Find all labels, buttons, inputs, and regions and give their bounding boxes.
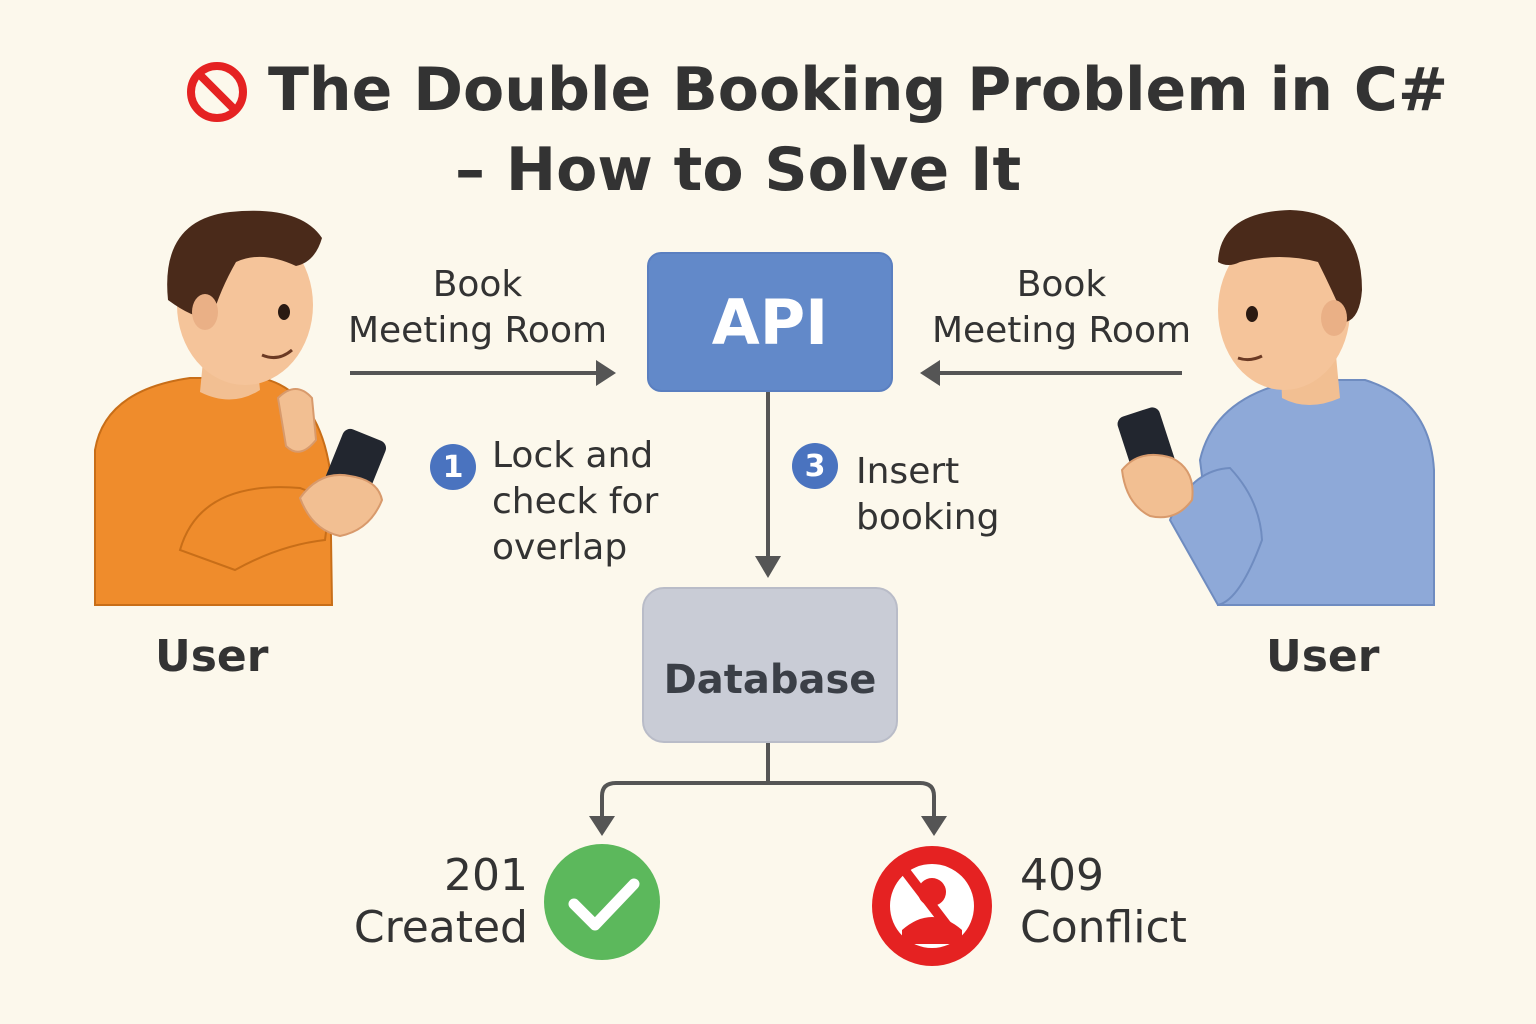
- step-1-line-1: Lock and: [492, 433, 658, 479]
- step-3-badge: 3: [792, 443, 838, 489]
- left-request-line-1: Book: [340, 262, 615, 308]
- conflict-label: Conflict: [1020, 902, 1187, 954]
- database-label: Database: [664, 657, 877, 703]
- success-code: 201: [340, 850, 528, 902]
- step-3-text: Insert booking: [856, 449, 999, 541]
- database-branch-arrows: [589, 741, 947, 836]
- conflict-outcome-text: 409 Conflict: [1020, 850, 1187, 954]
- step-1-line-3: overlap: [492, 525, 658, 571]
- left-user-label: User: [155, 634, 268, 680]
- api-label: API: [712, 286, 829, 359]
- step-1-badge: 1: [430, 444, 476, 490]
- api-to-database-arrow: [755, 390, 781, 578]
- step-1-line-2: check for: [492, 479, 658, 525]
- database-node: Database: [642, 587, 898, 743]
- right-request-arrow: [920, 360, 1182, 386]
- conflict-code: 409: [1020, 850, 1187, 902]
- left-request-arrow: [350, 360, 616, 386]
- left-request-label: Book Meeting Room: [340, 262, 615, 354]
- step-1-number: 1: [443, 450, 464, 485]
- success-outcome-text: 201 Created: [340, 850, 528, 954]
- api-node: API: [647, 252, 893, 392]
- right-request-label: Book Meeting Room: [924, 262, 1199, 354]
- conflict-user-blocked-icon: [872, 846, 992, 966]
- step-3-line-1: Insert: [856, 449, 999, 495]
- right-request-line-1: Book: [924, 262, 1199, 308]
- step-3-number: 3: [805, 449, 826, 484]
- check-circle-icon: [544, 844, 660, 960]
- success-label: Created: [340, 902, 528, 954]
- left-request-line-2: Meeting Room: [340, 308, 615, 354]
- step-3-line-2: booking: [856, 495, 999, 541]
- right-user-label: User: [1266, 634, 1379, 680]
- step-1-text: Lock and check for overlap: [492, 433, 658, 571]
- right-request-line-2: Meeting Room: [924, 308, 1199, 354]
